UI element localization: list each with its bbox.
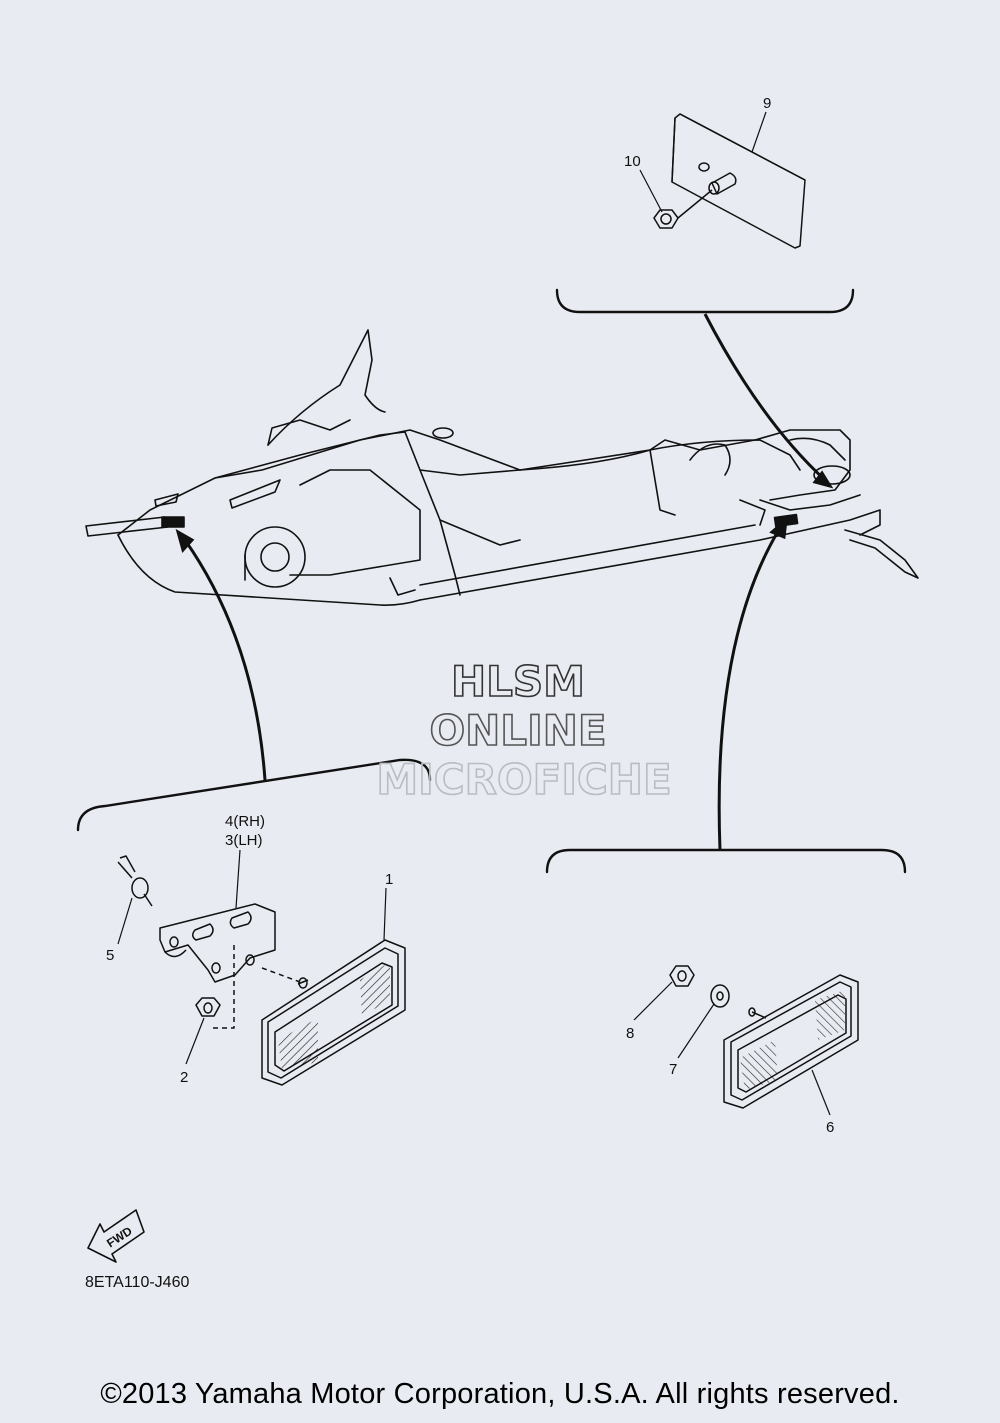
rear-reflector-detail	[653, 113, 806, 249]
callout-10: 10	[624, 153, 641, 170]
watermark: HLSM ONLINE MICROFICHE	[376, 656, 673, 805]
front-reflector-hatch	[278, 962, 390, 1070]
leader-lines	[175, 313, 834, 851]
callout-6: 6	[826, 1119, 834, 1136]
snowmobile-illustration	[85, 329, 919, 606]
callout-9: 9	[763, 95, 771, 112]
watermark-line-1: HLSM	[451, 657, 585, 706]
diagram-part-code: 8ETA110-J460	[85, 1274, 189, 1291]
copyright-notice: ©2013 Yamaha Motor Corporation, U.S.A. A…	[100, 1378, 900, 1410]
callout-3-lh: 3(LH)	[225, 832, 263, 849]
side-reflector-hatch	[740, 990, 845, 1090]
front-reflector-detail	[117, 855, 406, 1086]
watermark-line-2: ONLINE	[429, 706, 606, 755]
callout-5: 5	[106, 947, 114, 964]
callout-7: 7	[669, 1061, 677, 1078]
side-reflector-detail	[669, 965, 859, 1109]
callout-2: 2	[180, 1069, 188, 1086]
callout-1: 1	[385, 871, 393, 888]
fwd-arrow-icon: FWD	[87, 1209, 145, 1263]
detail-brackets	[76, 288, 907, 874]
callout-8: 8	[626, 1025, 634, 1042]
callout-4-rh: 4(RH)	[225, 813, 265, 830]
watermark-line-3: MICROFICHE	[376, 755, 671, 804]
callout-leaders	[117, 111, 831, 1116]
